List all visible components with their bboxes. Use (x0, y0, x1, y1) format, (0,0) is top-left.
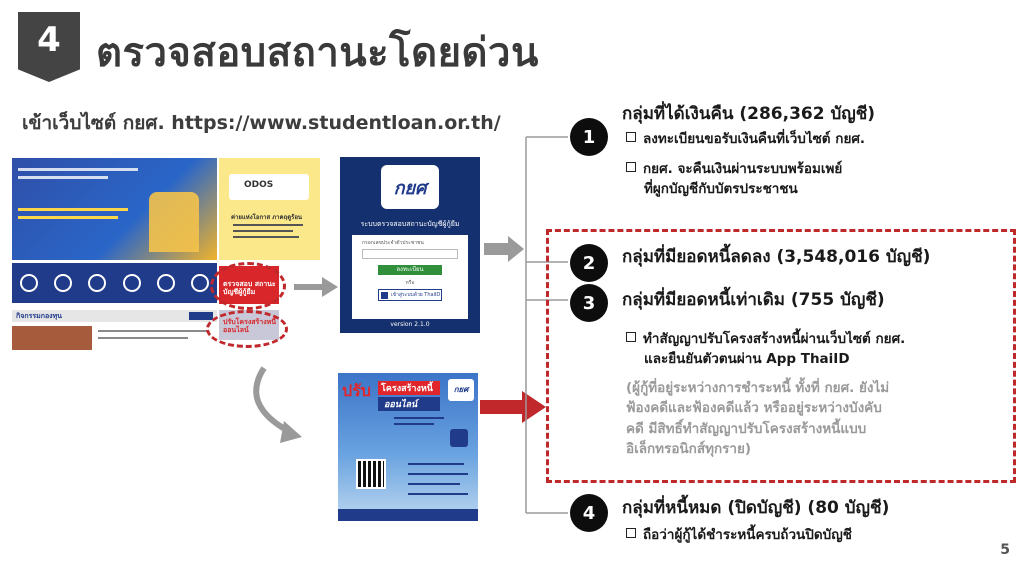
thaid-login-button[interactable]: เข้าสู่ระบบด้วย ThaiID (378, 289, 442, 301)
group-4-number: 4 (570, 494, 608, 532)
checkbox-icon (626, 132, 636, 142)
thaid-icon (450, 429, 468, 447)
group-2-3-highlight-box (546, 229, 1016, 483)
odos-banner: ODOS ค่ายแห่งโอกาส ภาคฤดูร้อน (219, 158, 320, 260)
page-title: ตรวจสอบสถานะโดยด่วน (96, 30, 539, 76)
highlight-ellipse-check-status (210, 262, 286, 310)
login-screenshot: กยศ ระบบตรวจสอบสถานะบัญชีผู้กู้ยืม กรอกเ… (340, 157, 480, 333)
checkbox-icon (626, 162, 636, 172)
page-number: 5 (1000, 542, 1010, 558)
nav-icon (190, 274, 209, 292)
group-3-number: 3 (570, 284, 608, 322)
website-banner (12, 158, 217, 260)
group-3-note: (ผู้กู้ที่อยู่ระหว่างการชำระหนี้ ทั้งที่… (626, 380, 890, 457)
id-input[interactable] (362, 249, 458, 259)
arrow-curve-to-poster (253, 366, 292, 435)
section-number-badge: 4 (18, 12, 80, 82)
qr-code-icon (356, 459, 386, 489)
checkbox-icon (626, 332, 636, 342)
group-1-bullet-1: ลงทะเบียนขอรับเงินคืนที่เว็บไซต์ กยศ. (626, 130, 865, 150)
nav-icon (122, 274, 141, 292)
arrow-curve-to-poster-head (280, 421, 302, 443)
checkbox-icon (626, 528, 636, 538)
nav-icon (54, 274, 73, 292)
group-2-number: 2 (570, 244, 608, 282)
kyosor-logo: กยศ (381, 165, 439, 209)
arrow-poster-to-group3 (522, 391, 546, 423)
group-1-bullet-2: กยศ. จะคืนเงินผ่านระบบพร้อมเพย์ ที่ผูกบั… (626, 160, 842, 199)
register-button[interactable]: ลงทะเบียน (378, 265, 442, 275)
group-3-bullet-1: ทำสัญญาปรับโครงสร้างหนี้ผ่านเว็บไซต์ กยศ… (626, 330, 905, 369)
group-1-number: 1 (570, 118, 608, 156)
arrow-website-to-login-head (322, 277, 338, 297)
group-1-title: กลุ่มที่ได้เงินคืน (286,362 บัญชี) (622, 104, 876, 124)
nav-icon (88, 274, 107, 292)
group-4-bullet-1: ถือว่าผู้กู้ได้ชำระหนี้ครบถ้วนปิดบัญชี (626, 526, 852, 546)
online-restructure-poster: ปรับ โครงสร้างหนี้ ออนไลน์ กยศ (338, 373, 478, 521)
group-3-title: กลุ่มที่มียอดหนี้เท่าเดิม (755 บัญชี) (622, 290, 885, 310)
website-nav-bar (12, 263, 217, 303)
nav-icon (156, 274, 175, 292)
arrow-login-to-groups (508, 236, 524, 262)
highlight-ellipse-online (206, 310, 288, 348)
group-2-title: กลุ่มที่มียอดหนี้ลดลง (3,548,016 บัญชี) (622, 247, 931, 267)
news-section: กิจกรรมกองทุน (12, 310, 217, 350)
website-instruction: เข้าเว็บไซต์ กยศ. https://www.studentloa… (22, 112, 501, 134)
nav-icon (20, 274, 39, 292)
group-4-title: กลุ่มที่หนี้หมด (ปิดบัญชี) (80 บัญชี) (622, 498, 890, 518)
